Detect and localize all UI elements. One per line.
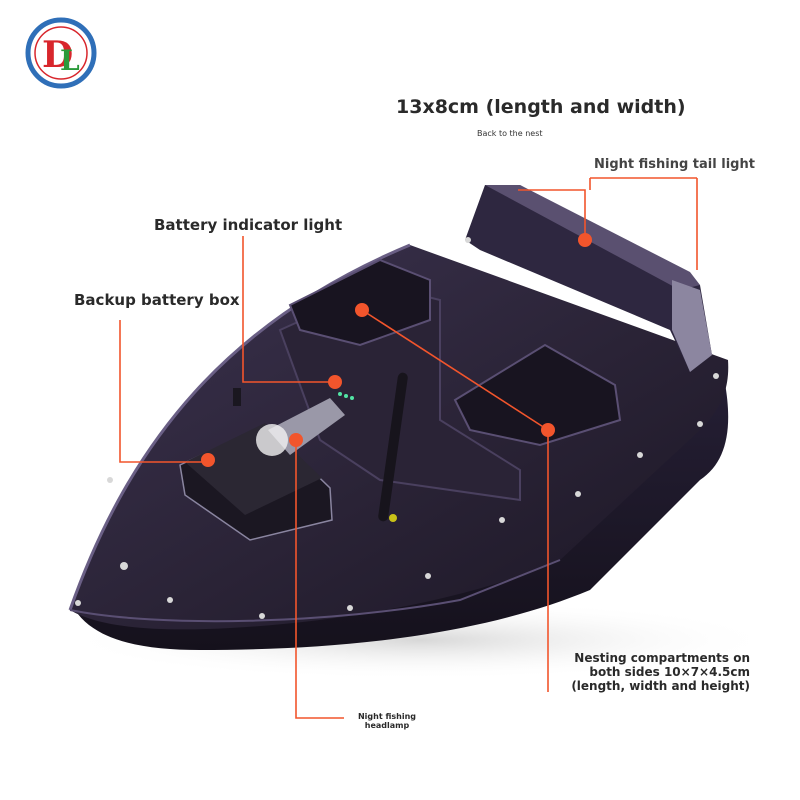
hull-rim	[68, 243, 411, 611]
svg-text:D: D	[42, 34, 73, 76]
rear-tower	[465, 185, 712, 372]
headlamp-label: Night fishing headlamp	[357, 712, 417, 730]
brand-logo: D L	[24, 16, 98, 90]
marker-backup-battery	[201, 453, 215, 467]
nesting-compartments-label: Nesting compartments on both sides 10×7×…	[571, 651, 750, 693]
dimensions-label: 13x8cm (length and width)	[396, 96, 686, 118]
leader-lines	[119, 177, 698, 719]
marker-headlamp	[289, 433, 303, 447]
right-hopper	[453, 343, 622, 447]
antenna	[378, 372, 408, 522]
marker-tail-light	[578, 233, 592, 247]
backup-battery-label: Backup battery box	[74, 291, 240, 309]
rim-screws	[75, 237, 719, 619]
left-hopper	[288, 258, 431, 347]
marker-left-hopper	[355, 303, 369, 317]
battery-led	[338, 392, 342, 396]
marker-right-hopper	[541, 423, 555, 437]
back-to-nest-label: Back to the nest	[477, 129, 543, 138]
svg-text:L: L	[60, 44, 80, 77]
battery-indicator-label: Battery indicator light	[154, 216, 343, 234]
marker-dots	[201, 233, 592, 467]
tail-light-label: Night fishing tail light	[594, 157, 755, 172]
marker-battery-indicator	[328, 375, 342, 389]
tail-light-housing	[672, 280, 712, 372]
